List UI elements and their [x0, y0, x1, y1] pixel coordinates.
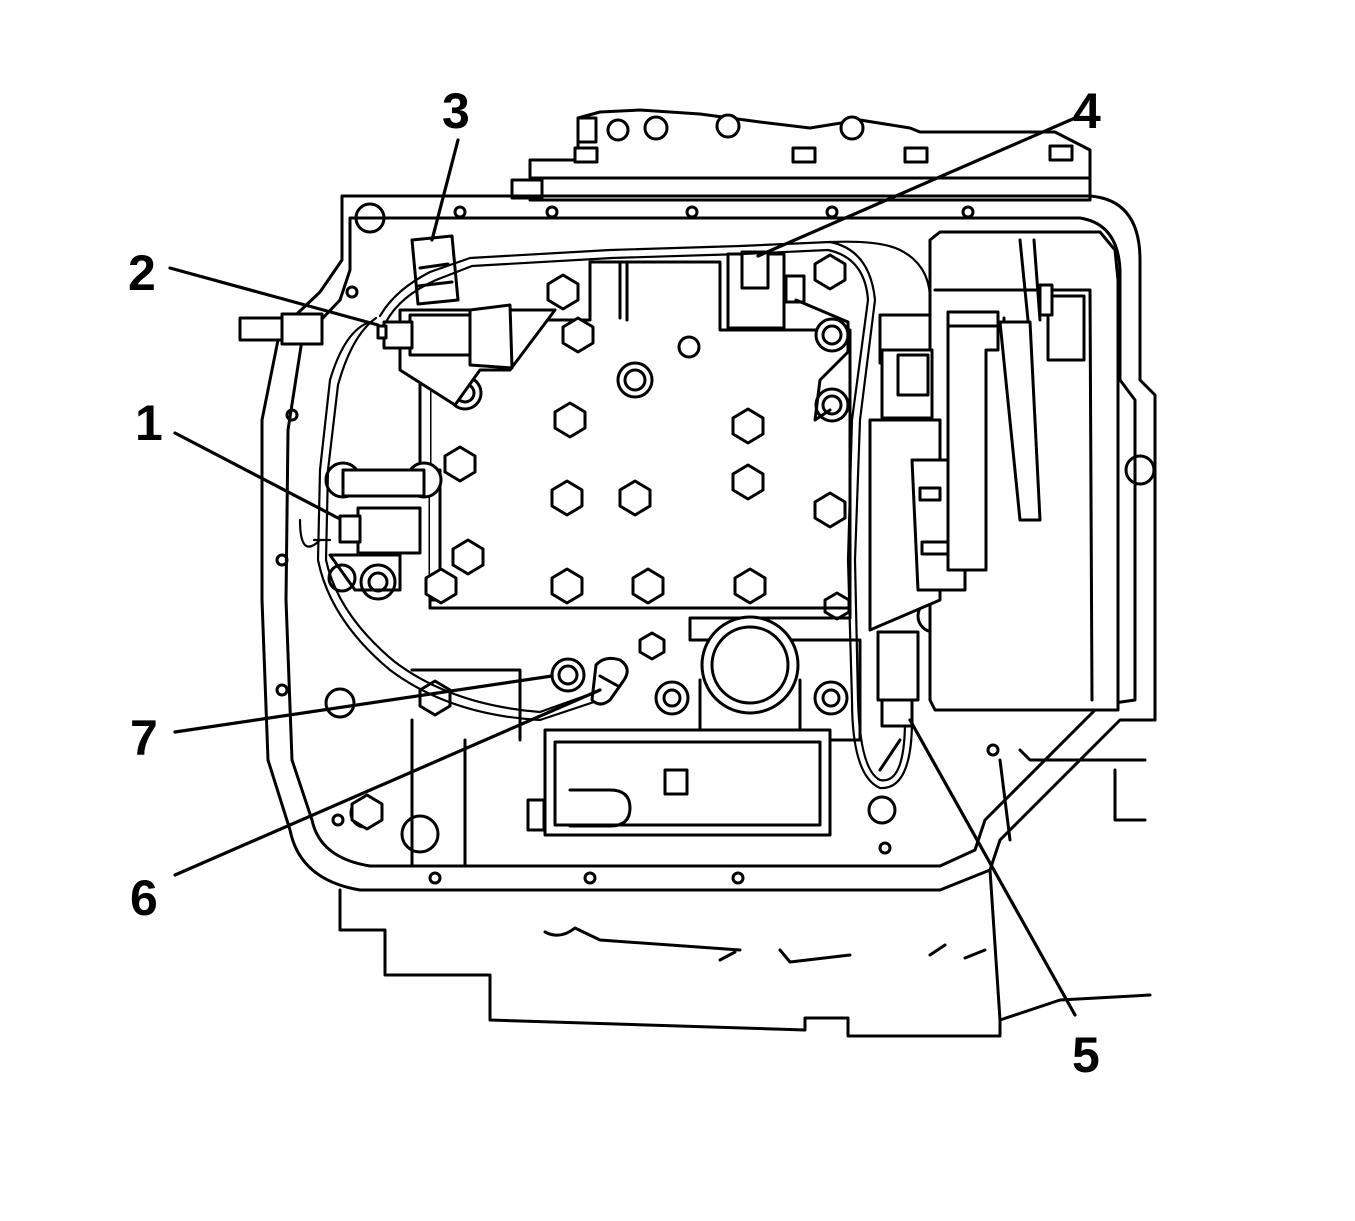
- callout-labels: 1 2 3 4 5 6 7: [128, 83, 1101, 1083]
- leader-7: [173, 674, 554, 734]
- leader-1: [173, 431, 340, 520]
- solenoid-2: [376, 303, 557, 407]
- callout-5: 5: [1072, 1027, 1100, 1083]
- callout-3: 3: [442, 83, 470, 139]
- wiring-harness: [298, 240, 932, 790]
- leader-4: [756, 116, 1077, 258]
- leader-5: [908, 718, 1077, 1017]
- leader-3: [430, 138, 460, 242]
- callout-2: 2: [128, 245, 156, 301]
- lower-case: [338, 748, 1152, 1038]
- connector-4: [726, 250, 850, 422]
- solenoid-1: [328, 468, 426, 592]
- callout-7: 7: [130, 710, 158, 766]
- leader-6: [173, 688, 602, 877]
- left-bracket: [238, 312, 324, 346]
- upper-housing: [510, 108, 1092, 202]
- leader-2: [168, 266, 380, 327]
- callout-6: 6: [130, 870, 158, 926]
- bolts: [350, 253, 1074, 831]
- leader-lines: [168, 116, 1077, 1017]
- lower-center: [410, 606, 862, 868]
- right-components: [868, 230, 1120, 772]
- callout-1: 1: [135, 395, 163, 451]
- callout-4: 4: [1073, 83, 1101, 139]
- pan-flange: [260, 194, 1157, 892]
